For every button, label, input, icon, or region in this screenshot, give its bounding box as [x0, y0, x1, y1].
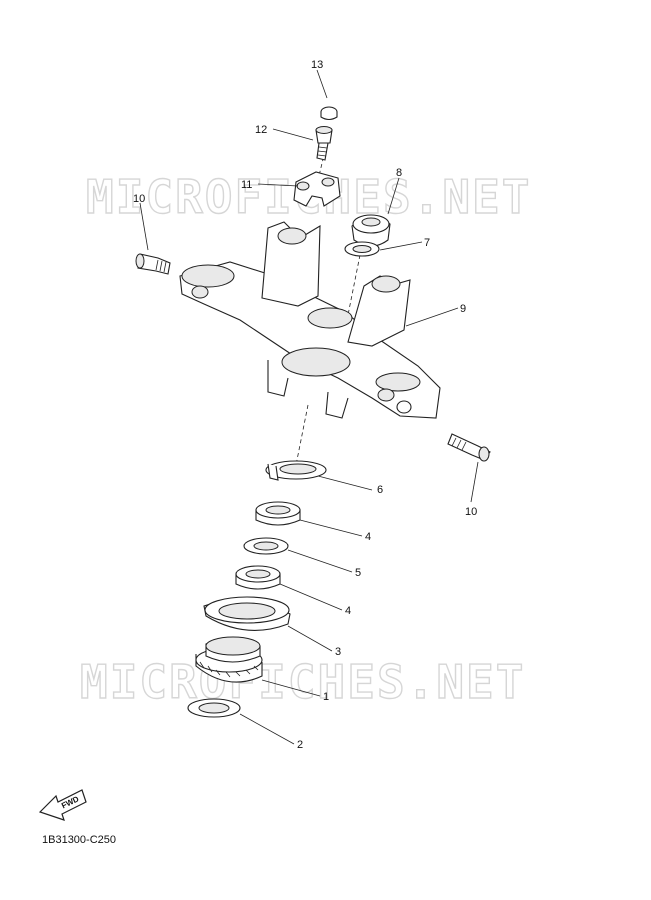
part-11-clamp [293, 171, 341, 207]
callout-2: 2 [297, 739, 303, 751]
part-10-bolt-left [135, 253, 171, 275]
callout-10-right: 10 [465, 506, 477, 518]
part-4-ring-nut-lower [235, 565, 281, 590]
part-6-lock-washer [265, 460, 327, 481]
callout-4-lower: 4 [345, 605, 351, 617]
part-4-ring-nut-upper [255, 501, 301, 526]
part-5-washer [243, 537, 289, 555]
watermark-bottom: MICROFICHES.NET [80, 655, 525, 709]
part-7-washer [344, 241, 380, 257]
callout-5: 5 [355, 567, 361, 579]
callout-9: 9 [460, 303, 466, 315]
callout-13: 13 [311, 59, 323, 71]
part-1-bearing [195, 636, 263, 683]
callout-10-left: 10 [133, 193, 145, 205]
part-12-bolt [315, 126, 333, 161]
callout-1: 1 [323, 691, 329, 703]
callout-7: 7 [424, 237, 430, 249]
part-13-cap [320, 106, 338, 121]
leader-lines [139, 69, 479, 745]
part-2-race [187, 698, 241, 718]
fwd-arrow-icon: FWD [38, 789, 87, 821]
part-8-nut [351, 214, 391, 247]
callout-11: 11 [241, 179, 252, 191]
callout-4-upper: 4 [365, 531, 371, 543]
part-10-bolt-right [447, 433, 491, 462]
part-3-dust-seal [203, 596, 291, 631]
callout-3: 3 [335, 646, 341, 658]
callout-8: 8 [396, 167, 402, 179]
diagram-code: 1B31300-C250 [42, 834, 116, 846]
part-9-bracket [179, 221, 441, 419]
callout-6: 6 [377, 484, 383, 496]
axis-line-lower [295, 404, 309, 466]
callout-12: 12 [255, 124, 267, 136]
